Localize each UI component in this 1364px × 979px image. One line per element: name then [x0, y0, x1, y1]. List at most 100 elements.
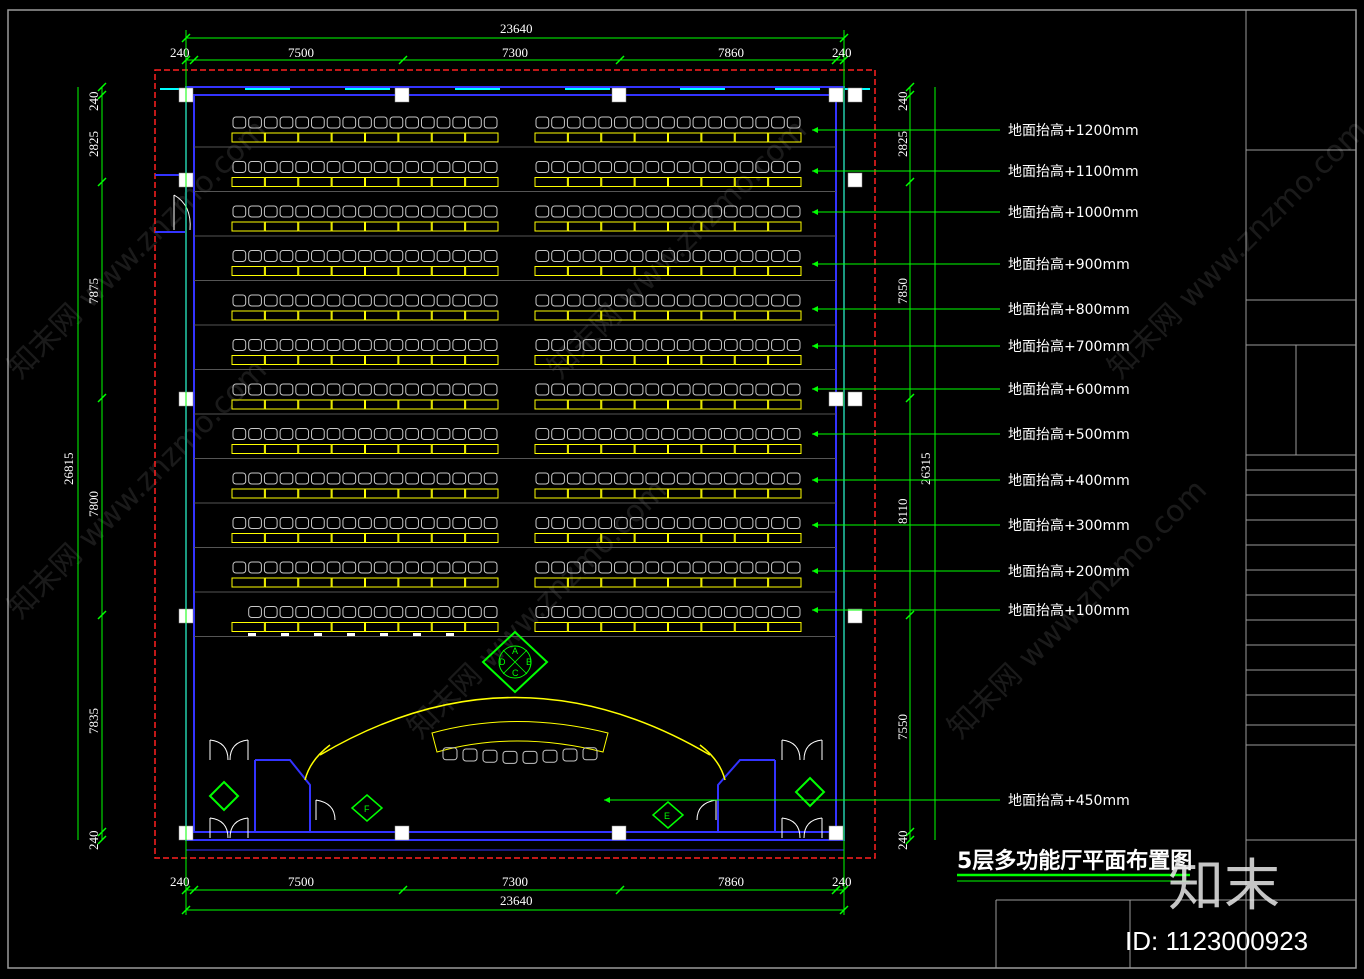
seat	[661, 116, 675, 129]
desk	[431, 177, 466, 187]
desk	[465, 177, 499, 187]
seat	[755, 606, 770, 618]
seat	[661, 428, 675, 440]
seat	[468, 561, 482, 574]
desk	[701, 221, 735, 232]
desk	[331, 577, 365, 588]
desk	[365, 533, 399, 543]
seat-row-block	[231, 472, 499, 499]
seat	[692, 517, 707, 529]
desk	[634, 177, 668, 187]
seat	[326, 116, 341, 129]
seat	[248, 383, 262, 396]
seat	[342, 428, 357, 440]
seat	[676, 161, 691, 173]
seat	[248, 561, 262, 574]
seat	[232, 339, 247, 351]
desk	[231, 488, 265, 499]
desk	[634, 444, 668, 454]
top-segment-dim: 7300	[502, 45, 528, 60]
seat	[389, 472, 404, 485]
desk	[701, 399, 735, 410]
drawing-title: 5层多功能厅平面布置图	[957, 848, 1192, 874]
desk	[567, 488, 602, 499]
desk	[601, 132, 635, 143]
columns	[178, 87, 863, 841]
section-marker-e: E	[651, 801, 685, 829]
seat	[420, 205, 435, 218]
desk	[365, 488, 399, 499]
seat	[483, 472, 498, 485]
seat	[279, 472, 294, 485]
desk	[701, 355, 735, 365]
desk	[264, 132, 299, 143]
seat	[483, 339, 498, 351]
seat	[614, 339, 628, 351]
seat	[358, 606, 372, 618]
seat	[311, 472, 325, 485]
desk	[734, 622, 769, 632]
desk	[298, 355, 332, 365]
leader-arrow	[812, 477, 818, 483]
seat	[263, 472, 278, 485]
seat	[263, 339, 278, 351]
seat	[786, 339, 801, 351]
seat-row-block	[231, 517, 499, 543]
seat	[468, 161, 482, 173]
desk	[534, 399, 568, 410]
seat	[708, 250, 722, 262]
desk	[768, 577, 802, 588]
desk	[668, 221, 702, 232]
seat	[614, 294, 628, 307]
seat	[405, 161, 419, 173]
stage-seat	[502, 750, 518, 764]
desk	[567, 266, 602, 276]
seat	[582, 606, 597, 618]
desk	[601, 577, 635, 588]
seat	[389, 383, 404, 396]
dim-tick	[181, 55, 191, 65]
seat-row-block	[534, 205, 802, 232]
site-boundary	[154, 69, 876, 859]
seat	[248, 472, 262, 485]
seat	[342, 250, 357, 262]
seat	[436, 517, 451, 529]
seat	[771, 205, 785, 218]
leader-arrow	[604, 797, 610, 803]
seat	[739, 294, 754, 307]
seat	[311, 606, 325, 618]
desk	[601, 266, 635, 276]
seat	[483, 161, 498, 173]
desk	[231, 132, 265, 143]
seat	[263, 161, 278, 173]
desk	[634, 533, 668, 543]
dimension-ticks	[97, 33, 915, 915]
seat	[566, 339, 581, 351]
seat	[786, 428, 801, 440]
desk	[264, 444, 299, 454]
desk	[734, 577, 769, 588]
desk	[701, 533, 735, 543]
seat	[676, 561, 691, 574]
desk	[567, 177, 602, 187]
seat	[420, 428, 435, 440]
seat	[468, 517, 482, 529]
seat	[295, 294, 310, 307]
seat	[582, 205, 597, 218]
watermarks: 知末网 www.znzmo.com 知末网 www.znzmo.com 知末网 …	[1, 113, 1364, 746]
desk	[264, 310, 299, 321]
seat	[535, 561, 550, 574]
section-marker-right	[794, 776, 826, 808]
desk	[567, 132, 602, 143]
seat	[739, 383, 754, 396]
dim-tick	[615, 885, 625, 895]
title-block	[995, 9, 1357, 969]
desk	[734, 177, 769, 187]
seat	[614, 383, 628, 396]
desk	[668, 622, 702, 632]
seat	[452, 205, 467, 218]
desk	[398, 444, 432, 454]
seat	[614, 428, 628, 440]
seat	[598, 294, 613, 307]
desk	[331, 533, 365, 543]
